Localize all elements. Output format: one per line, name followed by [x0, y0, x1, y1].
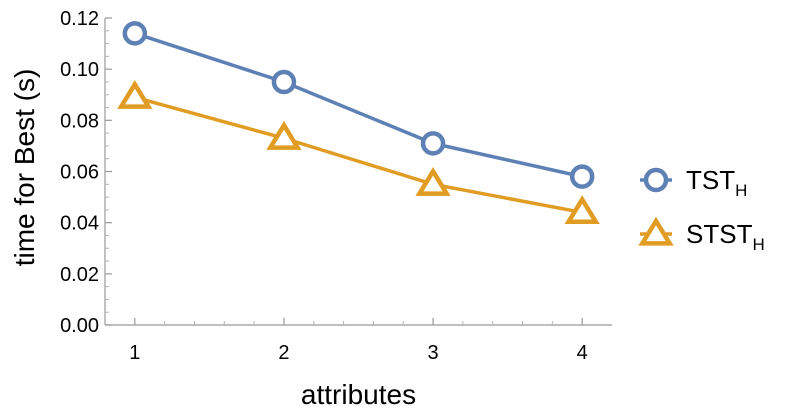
- data-point: [122, 21, 148, 46]
- legend-label: STSTH: [686, 219, 765, 254]
- data-point: [569, 164, 595, 189]
- data-point: [564, 195, 600, 225]
- x-axis-title: attributes: [301, 379, 416, 410]
- series-stst: [117, 79, 600, 225]
- legend-label-main: TST: [686, 165, 735, 195]
- data-point: [117, 79, 153, 109]
- legend-marker: [643, 167, 669, 193]
- y-tick-label: 0.12: [60, 8, 99, 30]
- x-tick-label: 4: [577, 342, 588, 364]
- y-axis-title: time for Best (s): [9, 69, 40, 267]
- series-line: [134, 31, 583, 179]
- series-layer: [117, 21, 600, 225]
- legend-label-subscript: H: [735, 181, 747, 200]
- y-tick-label: 0.00: [60, 315, 99, 337]
- y-tick-label: 0.04: [60, 213, 99, 235]
- axes: 0.00 0.02 0.04 0.06 0.08 0.10 0.12 1 2 3 4: [60, 8, 612, 364]
- x-tick-label: 3: [427, 342, 438, 364]
- y-tick-label: 0.02: [60, 264, 99, 286]
- data-point: [271, 69, 297, 95]
- y-tick-label: 0.10: [60, 59, 99, 81]
- legend-label-main: STST: [686, 219, 753, 249]
- legend-label: TSTH: [686, 165, 747, 200]
- data-point: [266, 120, 302, 150]
- legend-item-stst: STSTH: [638, 216, 765, 254]
- y-tick-label: 0.06: [60, 162, 99, 184]
- x-tick-label: 2: [278, 342, 289, 364]
- x-tick-label: 1: [129, 342, 140, 364]
- series-tst: [122, 21, 595, 189]
- data-point: [420, 131, 446, 156]
- legend-marker: [638, 216, 674, 246]
- y-tick-label: 0.08: [60, 110, 99, 132]
- data-point: [415, 166, 451, 196]
- series-line: [134, 95, 583, 215]
- legend-label-subscript: H: [752, 235, 764, 254]
- legend-item-tst: TSTH: [640, 165, 747, 200]
